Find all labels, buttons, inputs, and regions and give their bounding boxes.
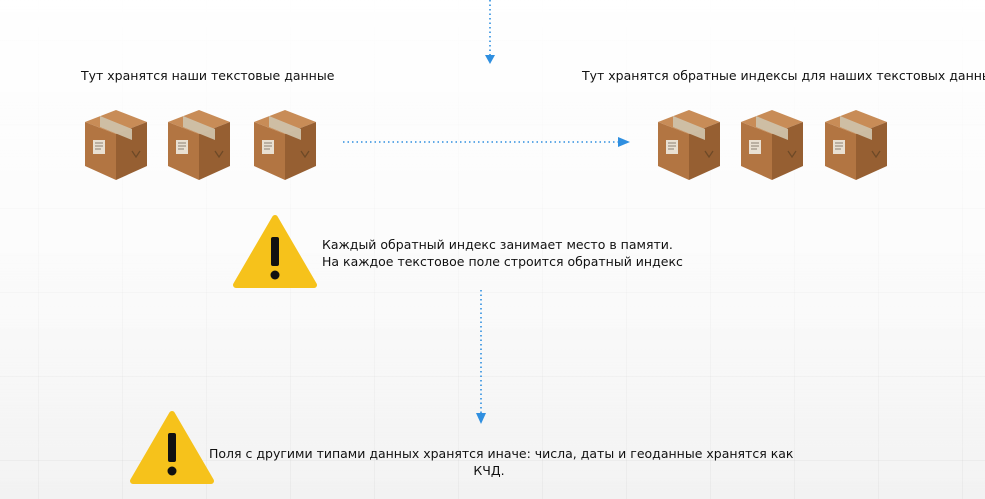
warning-icon bbox=[129, 410, 215, 486]
memory-note-line-2: На каждое текстовое поле строится обратн… bbox=[322, 254, 683, 269]
box-icon bbox=[650, 102, 728, 182]
box-icon bbox=[733, 102, 811, 182]
box-icon bbox=[77, 102, 155, 182]
other-types-note-line-2: КЧД. bbox=[473, 463, 505, 478]
other-types-note-line-1: Поля с другими типами данных хранятся ин… bbox=[209, 446, 794, 461]
warning-icon bbox=[232, 214, 318, 290]
memory-note-line-1: Каждый обратный индекс занимает место в … bbox=[322, 237, 673, 252]
target-boxes-label: Тут хранятся обратные индексы для наших … bbox=[582, 68, 985, 83]
box-icon bbox=[160, 102, 238, 182]
box-icon bbox=[246, 102, 324, 182]
other-types-note: Поля с другими типами данных хранятся ин… bbox=[209, 445, 794, 479]
arrowhead-top-down bbox=[485, 55, 495, 64]
source-boxes-label: Тут хранятся наши текстовые данные bbox=[81, 68, 335, 83]
memory-note: Каждый обратный индекс занимает место в … bbox=[322, 236, 683, 270]
box-icon bbox=[817, 102, 895, 182]
arrowhead-note-down bbox=[476, 413, 486, 424]
arrowhead-source-to-target bbox=[618, 137, 630, 147]
